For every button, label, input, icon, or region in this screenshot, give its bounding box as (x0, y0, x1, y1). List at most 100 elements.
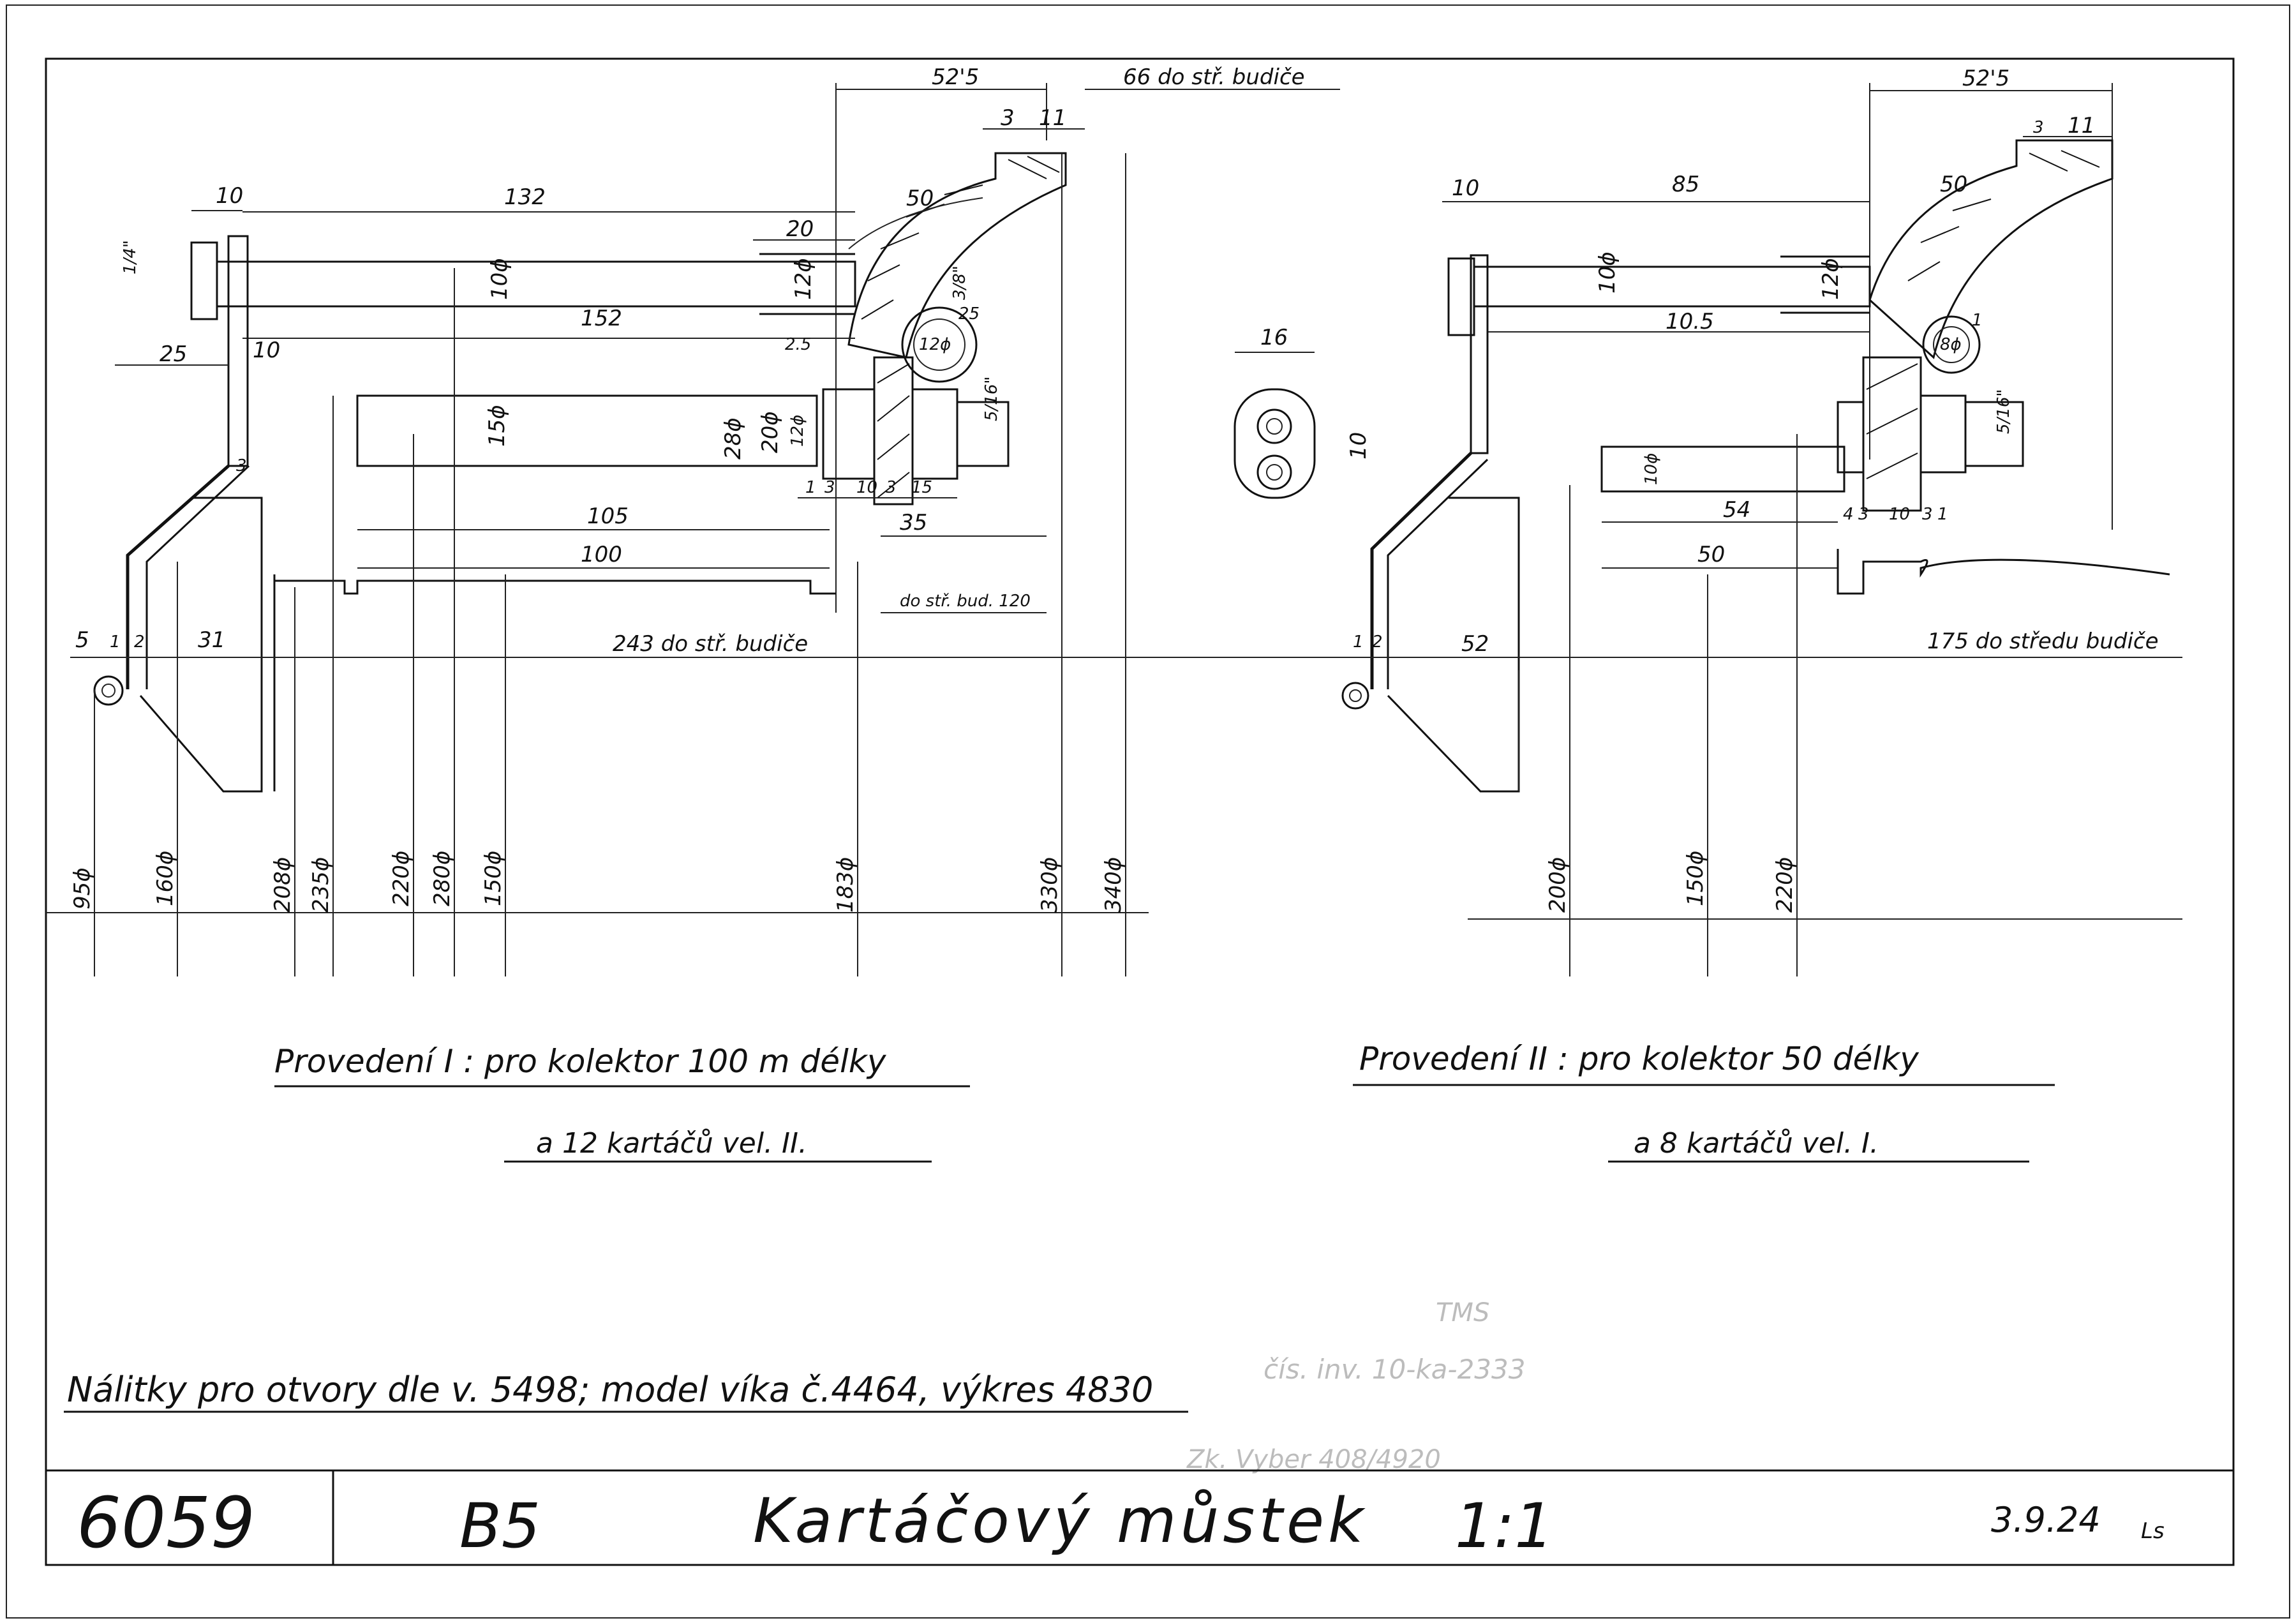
variant-1-drawing: 52'5 66 do stř. budiče 3 11 50 10 132 20… (46, 64, 1353, 976)
svg-text:11: 11 (1039, 105, 1066, 131)
variant-1-diameters: 95ϕ 160ϕ 208ϕ 235ϕ 220ϕ 280ϕ 150ϕ 183ϕ 3… (70, 851, 1126, 913)
svg-text:8ϕ: 8ϕ (1940, 335, 1962, 354)
svg-text:10: 10 (253, 338, 280, 363)
svg-text:150ϕ: 150ϕ (481, 851, 506, 906)
svg-text:105: 105 (587, 504, 629, 529)
svg-text:10ϕ: 10ϕ (487, 258, 512, 300)
svg-text:10ϕ: 10ϕ (1595, 251, 1620, 294)
svg-text:220ϕ: 220ϕ (1772, 857, 1798, 913)
svg-text:28ϕ: 28ϕ (720, 417, 746, 460)
svg-text:1: 1 (110, 632, 121, 652)
signature-label: Ls (2141, 1518, 2165, 1544)
svg-text:TMS: TMS (1436, 1298, 1489, 1328)
svg-text:220ϕ: 220ϕ (389, 851, 414, 906)
svg-text:132: 132 (504, 184, 546, 210)
castings-note: Nálitky pro otvory dle v. 5498; model ví… (64, 1370, 1188, 1413)
svg-text:Provedení II : pro kolektor 50: Provedení II : pro kolektor 50 délky (1359, 1040, 1920, 1077)
svg-text:25: 25 (160, 341, 187, 367)
svg-text:340ϕ: 340ϕ (1101, 857, 1126, 913)
format-label: B5 (459, 1490, 540, 1562)
variant-1-caption: Provedení I : pro kolektor 100 m délky a… (274, 1043, 970, 1163)
svg-text:2: 2 (1372, 632, 1383, 652)
svg-text:5: 5 (75, 627, 89, 653)
svg-text:12ϕ: 12ϕ (788, 415, 807, 447)
svg-text:100: 100 (581, 542, 622, 567)
svg-text:35: 35 (900, 510, 927, 535)
svg-text:do stř. bud. 120: do stř. bud. 120 (900, 592, 1031, 611)
svg-text:2.5: 2.5 (785, 335, 811, 354)
variant-2-extension-lines (1468, 434, 2182, 976)
svg-text:11: 11 (2068, 113, 2095, 138)
nut-2-hatching (1866, 363, 1918, 479)
svg-text:3: 3 (1922, 505, 1933, 524)
svg-text:1: 1 (1937, 505, 1948, 524)
svg-text:183ϕ: 183ϕ (833, 857, 858, 913)
svg-text:10ϕ: 10ϕ (1642, 453, 1661, 485)
svg-text:152: 152 (581, 306, 622, 331)
svg-text:52'5: 52'5 (1962, 66, 2009, 91)
svg-text:15ϕ: 15ϕ (484, 405, 510, 447)
svg-text:20ϕ: 20ϕ (757, 411, 783, 453)
variant-2-drawing: 52'5 3 11 50 10 85 10ϕ 12ϕ 10.5 8ϕ 1 (1341, 66, 2182, 976)
drawing-title: Kartáčový můstek (753, 1485, 1368, 1557)
svg-text:12ϕ: 12ϕ (1818, 258, 1844, 300)
svg-text:150ϕ: 150ϕ (1683, 851, 1708, 906)
inventory-stamp: TMS čís. inv. 10-ka-2333 Zk. Vyber 408/4… (1186, 1298, 1525, 1474)
svg-text:16: 16 (1260, 325, 1288, 350)
svg-text:95ϕ: 95ϕ (70, 867, 95, 909)
svg-text:Zk. Vyber 408/4920: Zk. Vyber 408/4920 (1186, 1445, 1441, 1474)
svg-text:a 12 kartáčů vel. II.: a 12 kartáčů vel. II. (536, 1127, 807, 1160)
svg-text:235ϕ: 235ϕ (308, 857, 334, 913)
svg-text:5/16": 5/16" (1994, 389, 2013, 434)
svg-text:3: 3 (1858, 505, 1869, 524)
svg-text:50: 50 (906, 186, 934, 211)
svg-text:160ϕ: 160ϕ (153, 851, 178, 906)
svg-text:3: 3 (236, 456, 247, 475)
variant-2-caption: Provedení II : pro kolektor 50 délky a 8… (1353, 1040, 2055, 1163)
drawing-number: 6059 (77, 1482, 255, 1564)
title-block: 6059 B5 Kartáčový můstek 1:1 3.9.24 Ls (77, 1470, 2165, 1565)
svg-text:3: 3 (886, 478, 897, 497)
svg-text:52: 52 (1461, 631, 1489, 657)
svg-text:50: 50 (1940, 172, 1967, 197)
svg-text:10: 10 (216, 183, 243, 209)
svg-text:52'5: 52'5 (932, 64, 979, 90)
svg-text:3/8": 3/8" (950, 266, 969, 300)
variant-1-extension-lines (46, 153, 1149, 976)
svg-text:3: 3 (2033, 118, 2044, 137)
svg-text:50: 50 (1697, 542, 1725, 567)
svg-text:1: 1 (805, 478, 816, 497)
svg-text:12ϕ: 12ϕ (791, 258, 816, 300)
svg-text:Provedení I : pro kolektor 100: Provedení I : pro kolektor 100 m délky (274, 1043, 887, 1080)
scale-label: 1:1 (1455, 1490, 1554, 1562)
svg-text:3: 3 (1001, 105, 1015, 131)
svg-text:25: 25 (958, 304, 980, 324)
bracket-hatching (861, 156, 1060, 320)
sheet-border (6, 4, 2290, 1619)
svg-text:330ϕ: 330ϕ (1037, 857, 1062, 913)
svg-text:208ϕ: 208ϕ (270, 857, 295, 913)
date-label: 3.9.24 (1991, 1500, 2101, 1540)
svg-text:a 8 kartáčů vel. I.: a 8 kartáčů vel. I. (1634, 1127, 1879, 1160)
svg-text:66 do stř. budiče: 66 do stř. budiče (1123, 64, 1305, 90)
svg-text:175 do středu budiče: 175 do středu budiče (1927, 629, 2159, 654)
nut-hatching (877, 363, 910, 498)
svg-text:10: 10 (856, 478, 877, 497)
svg-text:1: 1 (1972, 311, 1983, 330)
svg-text:15: 15 (911, 478, 932, 497)
svg-text:2: 2 (134, 632, 145, 652)
svg-text:10: 10 (1889, 505, 1910, 524)
svg-text:243 do stř. budiče: 243 do stř. budiče (613, 631, 808, 657)
svg-text:4: 4 (1843, 505, 1854, 524)
svg-text:1: 1 (1353, 632, 1364, 652)
svg-text:5/16": 5/16" (982, 377, 1001, 421)
svg-text:85: 85 (1672, 172, 1699, 197)
svg-text:280ϕ: 280ϕ (429, 851, 455, 906)
svg-text:12ϕ: 12ϕ (919, 335, 951, 354)
svg-text:10.5: 10.5 (1666, 309, 1714, 334)
svg-text:Nálitky pro otvory dle v. 5498: Nálitky pro otvory dle v. 5498; model ví… (67, 1370, 1153, 1410)
svg-text:200ϕ: 200ϕ (1545, 857, 1570, 913)
bracket-2-hatching (1907, 150, 2100, 281)
svg-text:10: 10 (1346, 432, 1371, 460)
